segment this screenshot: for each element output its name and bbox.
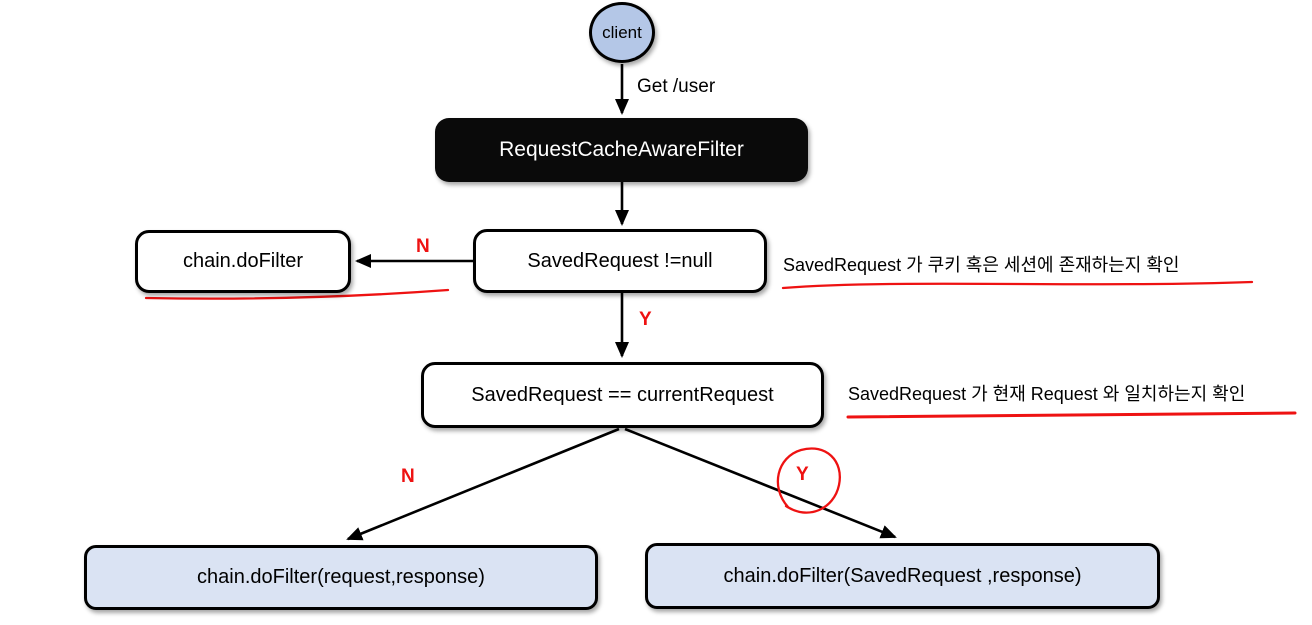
node-savedrequest-notnull: SavedRequest !=null bbox=[473, 229, 767, 293]
node-request-cache-aware-filter-label: RequestCacheAwareFilter bbox=[499, 138, 744, 161]
node-chain-dofilter-savedrequest-response-label: chain.doFilter(SavedRequest ,response) bbox=[723, 564, 1082, 587]
red-underline-annotation-exists bbox=[781, 280, 1254, 290]
edge-label-match-y: Y bbox=[796, 464, 809, 485]
node-chain-dofilter-request-response-label: chain.doFilter(request,response) bbox=[197, 566, 485, 588]
annotation-savedrequest-match: SavedRequest 가 현재 Request 와 일치하는지 확인 bbox=[848, 384, 1246, 404]
node-savedrequest-equals-current: SavedRequest == currentRequest bbox=[421, 362, 824, 428]
node-savedrequest-equals-current-label: SavedRequest == currentRequest bbox=[471, 383, 774, 406]
node-client: client bbox=[589, 2, 655, 63]
node-chain-dofilter: chain.doFilter bbox=[135, 230, 351, 293]
annotation-savedrequest-exists: SavedRequest 가 쿠키 혹은 세션에 존재하는지 확인 bbox=[783, 255, 1180, 275]
arrow-match-n bbox=[346, 427, 620, 541]
red-underline-annotation-match bbox=[846, 411, 1297, 419]
arrow-match-y bbox=[624, 427, 897, 539]
node-request-cache-aware-filter: RequestCacheAwareFilter bbox=[435, 118, 808, 182]
node-savedrequest-notnull-label: SavedRequest !=null bbox=[527, 249, 713, 272]
edge-label-notnull-n: N bbox=[416, 236, 430, 257]
node-chain-dofilter-request-response: chain.doFilter(request,response) bbox=[84, 545, 598, 610]
node-chain-dofilter-label: chain.doFilter bbox=[182, 250, 304, 272]
node-chain-dofilter-savedrequest-response: chain.doFilter(SavedRequest ,response) bbox=[645, 543, 1160, 609]
edge-label-get-user: Get /user bbox=[637, 76, 716, 97]
node-client-label: client bbox=[602, 22, 642, 42]
edge-label-notnull-y: Y bbox=[639, 309, 652, 330]
edge-label-match-n: N bbox=[401, 466, 415, 487]
